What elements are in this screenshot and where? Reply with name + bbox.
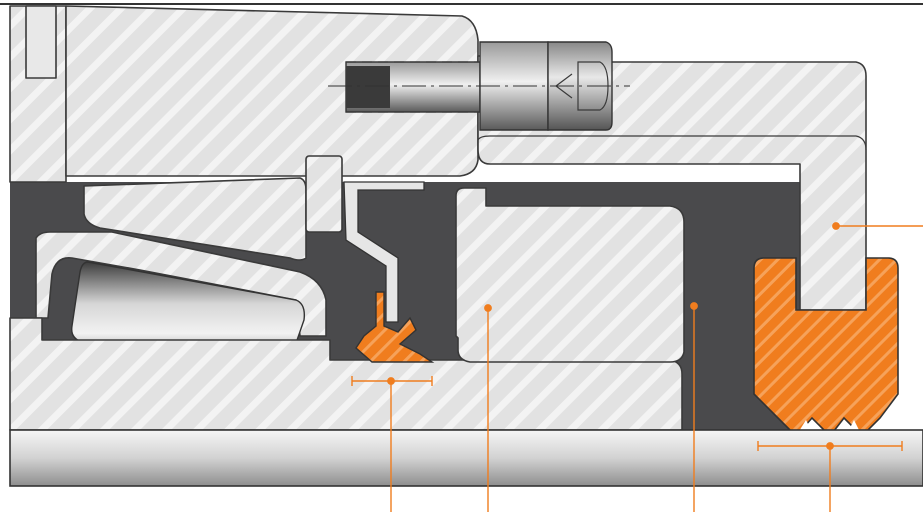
- leader-lines: [351, 222, 923, 512]
- bearing-cone: [83, 177, 307, 261]
- inner-sleeve: [9, 317, 683, 431]
- upper-housing: [65, 5, 479, 177]
- spacer-block: [455, 187, 685, 363]
- left-housing-inner: [25, 5, 57, 79]
- leader-cavity-dot: [690, 302, 698, 310]
- bolt-thread-dark: [346, 66, 390, 108]
- bearing-cup: [35, 231, 327, 337]
- flinger-sheet: [343, 181, 425, 323]
- leader-spacer-dot: [484, 304, 492, 312]
- leader-cover-dot: [832, 222, 840, 230]
- leader-v-ring-dot: [826, 442, 834, 450]
- lip-seal: [355, 291, 435, 363]
- bolt: [328, 41, 630, 131]
- leader-lip-seal-dot: [387, 377, 395, 385]
- shaft: [9, 429, 923, 487]
- right-cover-step: [477, 135, 867, 151]
- retaining-block: [305, 155, 343, 233]
- v-ring-seal: [753, 257, 899, 438]
